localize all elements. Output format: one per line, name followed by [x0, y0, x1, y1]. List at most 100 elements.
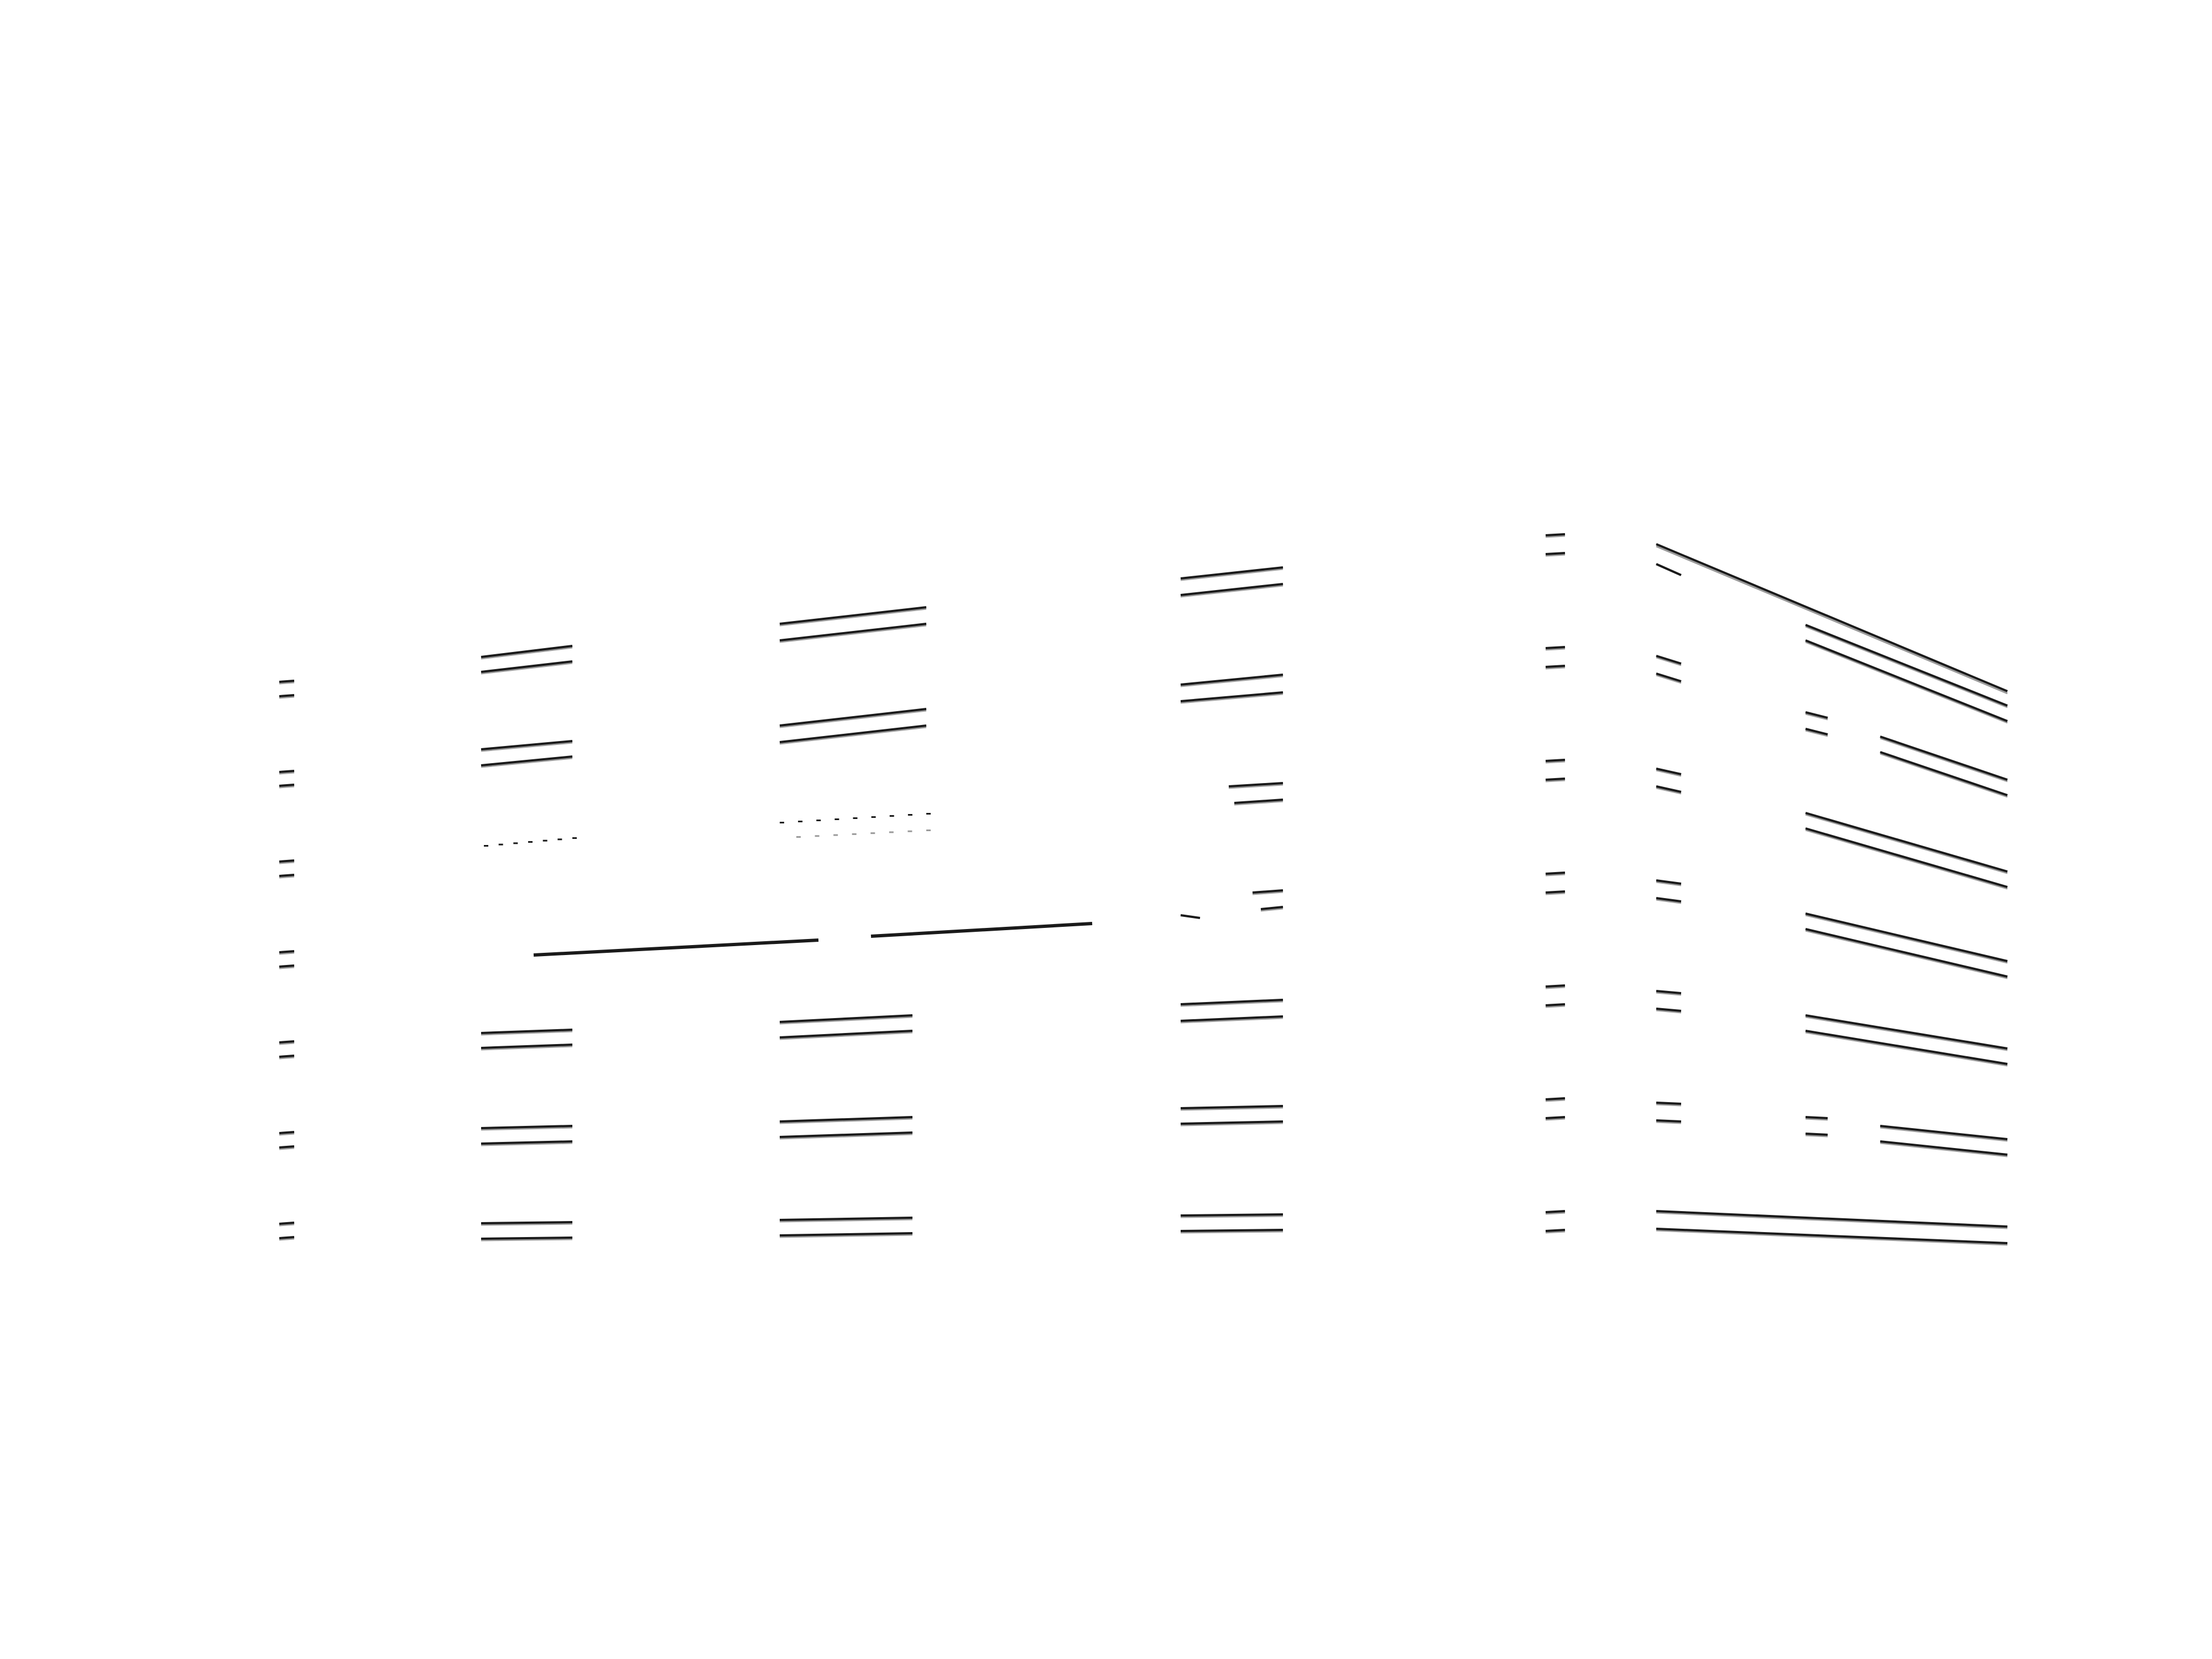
stroke-line [1545, 646, 1566, 649]
stroke-line [1805, 1030, 2008, 1065]
dot-mark [498, 843, 503, 846]
stroke-line [1805, 827, 2008, 888]
stroke-line [279, 694, 295, 697]
stroke-line [1656, 1121, 1682, 1124]
stroke-line [1656, 899, 1682, 904]
stroke-line [481, 1237, 573, 1240]
stroke-line [481, 1221, 573, 1224]
stroke-line [1260, 906, 1284, 910]
stroke-line [1656, 1228, 2008, 1244]
stroke-line [1656, 787, 1682, 795]
stroke-line [1545, 1005, 1566, 1008]
stroke-line [481, 1030, 573, 1036]
stroke-line [1180, 585, 1284, 598]
stroke-line [1180, 999, 1284, 1005]
stroke-line [1180, 1015, 1284, 1022]
stroke-line [279, 1042, 295, 1045]
stroke-line [1180, 675, 1284, 687]
stroke-line [481, 646, 573, 660]
stroke-line [1545, 872, 1566, 875]
stroke-line [279, 680, 295, 683]
stroke-line [279, 1236, 295, 1239]
stroke-line [1180, 583, 1284, 596]
stroke-line [1880, 1125, 2008, 1140]
dot-mark [889, 831, 894, 833]
stroke-group [279, 533, 2008, 1246]
dot-mark [852, 833, 857, 835]
stroke-line [1545, 1097, 1566, 1100]
stroke-line [279, 966, 295, 969]
stroke-line [779, 1232, 913, 1237]
stroke-line [1180, 568, 1284, 581]
stroke-line [1545, 554, 1566, 557]
stroke-line [779, 1133, 913, 1140]
stroke-line [279, 950, 295, 953]
stroke-line [279, 1222, 295, 1225]
stroke-line [1656, 674, 1682, 684]
stroke-line [1656, 656, 1682, 666]
stroke-line [779, 624, 927, 643]
stroke-line [1180, 566, 1284, 580]
stroke-line [279, 1040, 295, 1044]
stroke-line [481, 645, 573, 658]
dot-mark [926, 813, 931, 815]
stroke-line [779, 1234, 913, 1238]
stroke-line [481, 757, 573, 768]
stroke-line [1805, 1134, 1828, 1138]
dot-mark [907, 830, 912, 832]
stroke-line [481, 662, 573, 675]
stroke-line [1805, 912, 2008, 962]
stroke-line [279, 1238, 295, 1241]
stroke-line [279, 1147, 295, 1150]
stroke-line [1260, 907, 1284, 912]
stroke-line [481, 1238, 573, 1241]
stroke-line [1805, 829, 2008, 890]
stroke-line [779, 1030, 913, 1039]
stroke-line [1180, 1000, 1284, 1007]
dot-mark [796, 836, 801, 838]
stroke-line [1252, 891, 1284, 895]
stroke-line [1805, 914, 2008, 964]
dot-mark [816, 820, 821, 821]
stroke-line [279, 964, 295, 968]
stroke-line [1545, 552, 1566, 555]
stroke-line [1180, 1105, 1284, 1109]
dot-mark [870, 832, 875, 834]
dot-mark [528, 841, 533, 843]
stroke-line [1656, 1229, 2008, 1246]
stroke-line [481, 1140, 573, 1145]
stroke-line [533, 938, 819, 957]
stroke-line [1545, 1003, 1566, 1006]
stroke-line [779, 1131, 913, 1138]
stroke-line [1545, 890, 1566, 894]
stroke-line [481, 1126, 573, 1131]
stroke-line [1805, 641, 2008, 724]
stroke-line [779, 1218, 913, 1223]
stroke-line [1656, 1009, 1682, 1014]
stroke-line [779, 1217, 913, 1221]
dot-mark [926, 830, 931, 831]
stroke-line [1180, 674, 1284, 686]
stroke-line [1880, 751, 2008, 796]
stroke-line [1234, 799, 1284, 804]
stroke-line [1545, 759, 1566, 762]
stroke-line [1805, 713, 1828, 721]
dot-mark [780, 822, 784, 823]
dot-mark [889, 815, 894, 817]
dot-mark [853, 817, 858, 819]
stroke-line [1656, 1210, 2008, 1228]
stroke-line [1656, 1103, 1682, 1107]
dot-mark [572, 837, 577, 839]
stroke-line [1545, 779, 1566, 782]
stroke-line [779, 1016, 913, 1025]
stroke-line [1805, 624, 2008, 707]
stroke-line [279, 874, 295, 877]
stroke-line [1880, 1126, 2008, 1142]
stroke-line [279, 681, 295, 685]
stroke-line [1545, 648, 1566, 651]
stroke-line [1656, 1119, 1682, 1123]
stroke-line [1656, 897, 1682, 902]
stroke-line [279, 861, 295, 864]
dot-mark [513, 842, 518, 844]
